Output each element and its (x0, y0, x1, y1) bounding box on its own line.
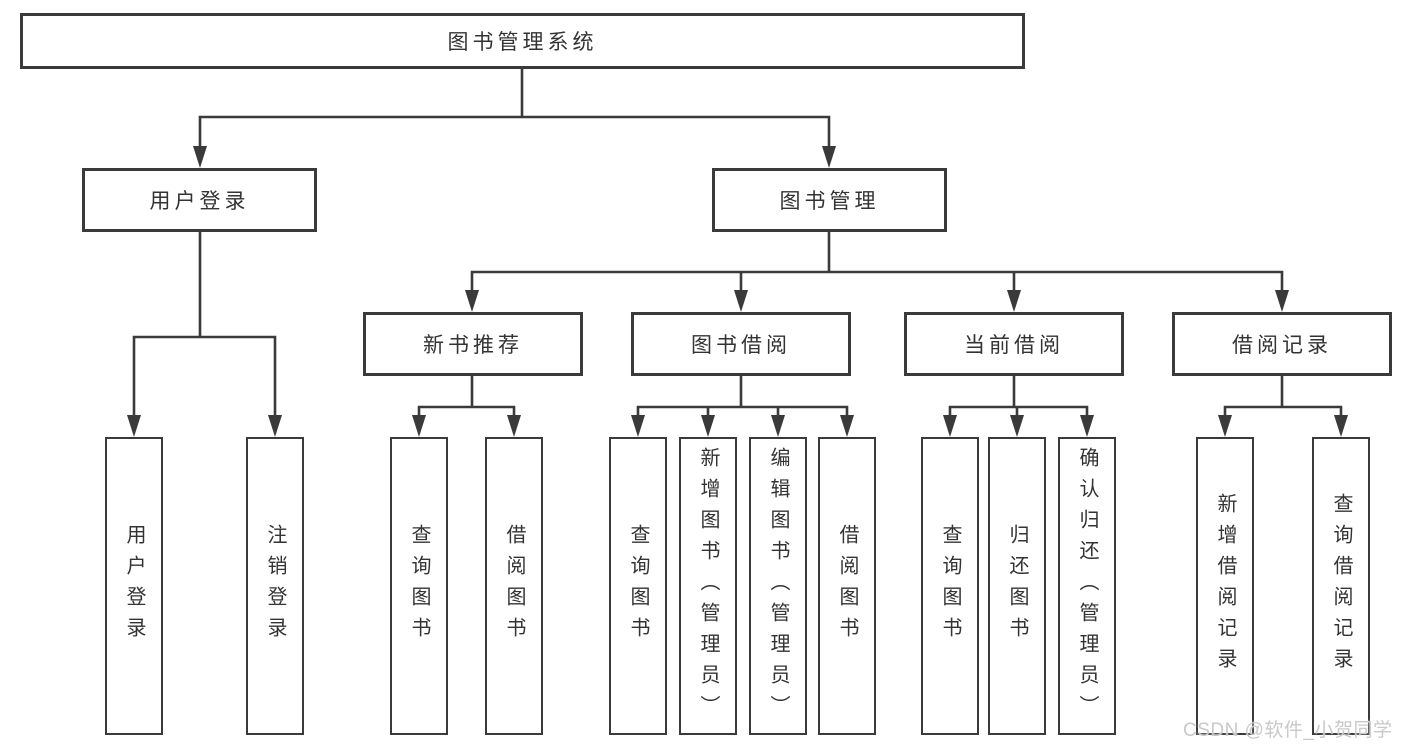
leaf-edit-book-admin: 编辑图书（管理员） (749, 437, 807, 735)
node-label: 新书推荐 (423, 334, 523, 357)
leaf-query-borrow-record: 查询借阅记录 (1312, 437, 1370, 735)
edge-newbook-branch (417, 405, 516, 415)
leaf-query-books-recommend: 查询图书 (390, 437, 448, 735)
leaf-label: 查询图书 (939, 524, 961, 648)
arrowhead-icon (1218, 415, 1232, 437)
arrowhead-icon (1010, 415, 1024, 437)
arrowhead-icon (734, 290, 748, 312)
edge-borrow-branch (636, 405, 849, 415)
arrowhead-icon (412, 415, 426, 437)
edge-userlogin-branch (132, 335, 277, 415)
node-label: 当前借阅 (964, 334, 1064, 357)
leaf-borrow-books: 借阅图书 (818, 437, 876, 735)
leaf-label: 新增借阅记录 (1214, 493, 1236, 679)
arrowhead-icon (268, 415, 282, 437)
node-user-login: 用户登录 (82, 168, 317, 232)
leaf-label: 查询借阅记录 (1330, 493, 1352, 679)
node-label: 借阅记录 (1232, 334, 1332, 357)
leaf-label: 编辑图书（管理员） (767, 446, 789, 726)
leaf-add-book-admin: 新增图书（管理员） (679, 437, 737, 735)
leaf-user-login: 用户登录 (105, 437, 163, 735)
arrowhead-icon (822, 146, 836, 168)
leaf-label: 归还图书 (1006, 524, 1028, 648)
node-new-book-recommend: 新书推荐 (363, 312, 583, 376)
leaf-label: 注销登录 (264, 524, 286, 648)
edge-records-branch (1223, 405, 1343, 415)
node-borrowing-records: 借阅记录 (1172, 312, 1392, 376)
node-label: 图书管理 (779, 190, 880, 213)
leaf-label: 新增图书（管理员） (697, 446, 719, 726)
node-book-management: 图书管理 (712, 168, 947, 232)
csdn-watermark: CSDN @软件_小贺同学 (1183, 720, 1393, 741)
node-book-borrowing: 图书借阅 (631, 312, 851, 376)
node-current-borrowing: 当前借阅 (904, 312, 1124, 376)
leaf-label: 用户登录 (123, 524, 145, 648)
leaf-query-books-borrowing: 查询图书 (609, 437, 667, 735)
arrowhead-icon (465, 290, 479, 312)
arrowhead-icon (943, 415, 957, 437)
leaf-add-borrow-record: 新增借阅记录 (1196, 437, 1254, 735)
arrowhead-icon (771, 415, 785, 437)
arrowhead-icon (840, 415, 854, 437)
node-label: 图书管理系统 (447, 31, 598, 54)
edge-current-branch (948, 405, 1089, 415)
edge-root-branch (198, 115, 831, 146)
arrowhead-icon (701, 415, 715, 437)
leaf-borrow-books-recommend: 借阅图书 (485, 437, 543, 735)
arrowhead-icon (127, 415, 141, 437)
leaf-label: 查询图书 (627, 524, 649, 648)
leaf-label: 借阅图书 (836, 524, 858, 648)
arrowhead-icon (1275, 290, 1289, 312)
leaf-label: 确认归还（管理员） (1076, 446, 1098, 726)
leaf-query-books-current: 查询图书 (921, 437, 979, 735)
leaf-logout: 注销登录 (246, 437, 304, 735)
arrowhead-icon (193, 146, 207, 168)
node-root-library-system: 图书管理系统 (20, 13, 1025, 69)
leaf-label: 查询图书 (408, 524, 430, 648)
edge-bookmgmt-branch (470, 270, 1284, 290)
leaf-confirm-return-admin: 确认归还（管理员） (1058, 437, 1116, 735)
node-label: 图书借阅 (691, 334, 791, 357)
leaf-label: 借阅图书 (503, 524, 525, 648)
arrowhead-icon (1334, 415, 1348, 437)
arrowhead-icon (1007, 290, 1021, 312)
arrowhead-icon (631, 415, 645, 437)
node-label: 用户登录 (149, 190, 250, 213)
arrowhead-icon (507, 415, 521, 437)
arrowhead-icon (1080, 415, 1094, 437)
leaf-return-book: 归还图书 (988, 437, 1046, 735)
